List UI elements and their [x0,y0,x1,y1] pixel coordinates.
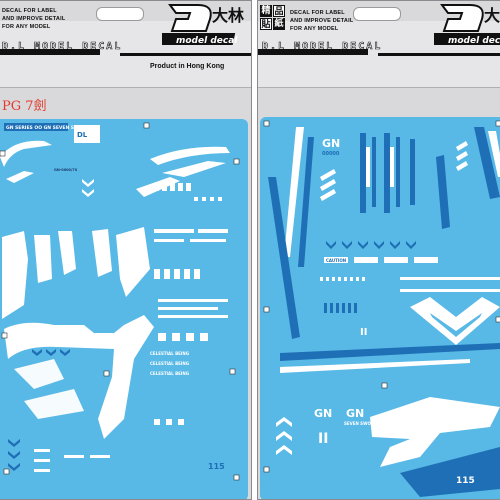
label-text-block: DECAL FOR LABEL AND IMPROVE DETAIL FOR A… [290,9,353,33]
logo-text: model decal [176,36,238,46]
hang-hole [96,7,144,21]
model-label: PG 7劍 [2,99,47,114]
logo-text: model decal [448,36,500,46]
logo-kanji: 大林 [484,6,500,25]
decal-text: GN SERIES OO GN SEVEN SWORD [6,125,90,131]
label-line: DECAL FOR LABEL [2,8,57,14]
header-bottom [258,79,500,88]
hang-hole [353,7,401,21]
decal-area-right: GN 00000 [260,117,500,499]
decal-text: GN [322,137,340,150]
label-line: DECAL FOR LABEL [290,10,345,16]
kanji-char: 紙 [273,18,285,30]
svg-text:DL: DL [77,131,88,139]
brand-logo: 大林 model decal [156,1,246,49]
decal-text: CELESTIAL BEING [150,371,189,376]
brand-bar [0,49,100,55]
decal-sheet-right: 精 品 貼 紙 DECAL FOR LABEL AND IMPROVE DETA… [257,0,500,500]
label-line: FOR ANY MODEL [2,24,51,30]
label-line: AND IMPROVE DETAIL [290,18,354,24]
decal-text: SEVEN SWORD [344,421,378,426]
brand-name: D.L MODEL DECAL [262,41,383,53]
kanji-char: 精 [260,5,272,17]
decal-text: CELESTIAL BEING [150,361,189,366]
brand-rule [378,53,500,56]
brand-bar [258,49,368,55]
decal-text: 00000 [322,151,340,157]
label-text-block: DECAL FOR LABEL AND IMPROVE DETAIL FOR A… [2,7,65,31]
brand-logo: 大林 model decal [428,1,500,49]
decal-text: GN-0000/7S [54,168,78,172]
label-line: FOR ANY MODEL [290,26,339,32]
brand-name: D.L MODEL DECAL [2,41,123,53]
decal-sheet-left: DECAL FOR LABEL AND IMPROVE DETAIL FOR A… [0,0,252,500]
made-in-text: Product in Hong Kong [150,63,225,70]
decal-text: CELESTIAL BEING [150,351,189,356]
header-bottom [0,79,251,88]
decal-art-right: GN 00000 [263,120,500,497]
decal-area-left: GN SERIES OO GN SEVEN SWORD DL GN-0000/7… [0,119,248,499]
decal-text: II [360,327,367,338]
label-line: AND IMPROVE DETAIL [2,16,66,22]
decal-text: GN [314,407,332,420]
kanji-char: 貼 [260,18,272,30]
kanji-char: 品 [273,5,285,17]
logo-kanji: 大林 [212,6,244,25]
decal-text: 115 [456,476,475,486]
decal-text: II [318,431,328,447]
decal-text: GN [346,407,364,420]
decal-text: CAUTION [326,258,346,263]
brand-rule [120,53,251,56]
decal-art-left: GN SERIES OO GN SEVEN SWORD DL GN-0000/7… [0,122,240,481]
decal-text: 115 [208,462,225,471]
sheet-gap [252,0,257,500]
kanji-mark: 精 品 貼 紙 [260,5,286,33]
